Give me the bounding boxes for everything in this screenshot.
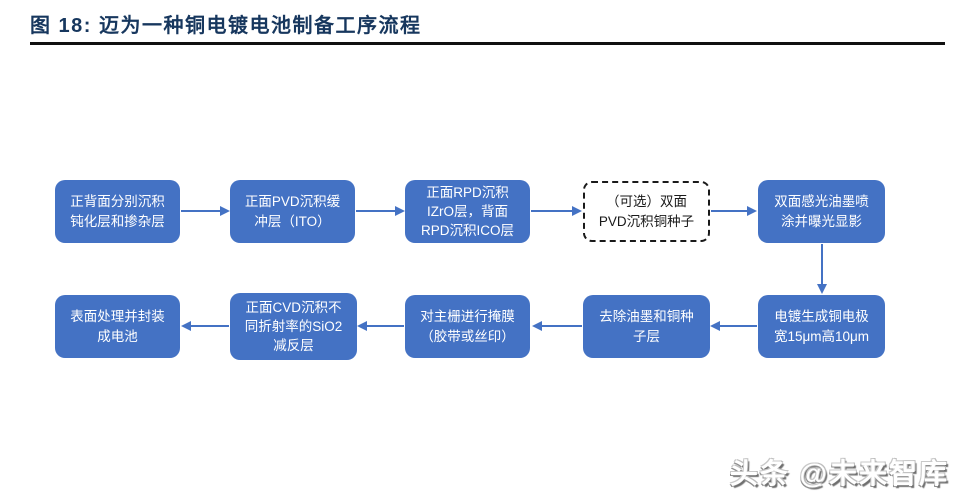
flow-node-step-3: 正面RPD沉积 IZrO层，背面 RPD沉积ICO层	[405, 180, 530, 243]
flow-node-step-1: 正背面分别沉积 钝化层和掺杂层	[55, 180, 180, 243]
arrow-left-icon	[181, 321, 229, 331]
flow-node-step-8: 对主栅进行掩膜 （胶带或丝印）	[405, 295, 530, 358]
arrow-down-icon	[817, 244, 827, 294]
flow-node-step-4-optional: （可选）双面 PVD沉积铜种子	[583, 181, 710, 242]
figure-title: 图 18: 迈为一种铜电镀电池制备工序流程	[30, 15, 422, 37]
arrow-right-icon	[181, 206, 230, 216]
flow-node-step-9: 正面CVD沉积不 同折射率的SiO2 减反层	[230, 293, 357, 360]
flow-node-step-2: 正面PVD沉积缓 冲层（ITO）	[230, 180, 355, 243]
arrow-right-icon	[356, 206, 405, 216]
arrow-left-icon	[532, 321, 582, 331]
flow-node-step-6: 电镀生成铜电极 宽15μm高10μm	[758, 295, 885, 358]
flow-node-step-5: 双面感光油墨喷 涂并曝光显影	[758, 180, 885, 243]
watermark: 头条 @未来智库	[729, 458, 949, 489]
arrow-left-icon	[357, 321, 404, 331]
flow-node-step-10: 表面处理并封装 成电池	[55, 295, 180, 358]
title-underline	[30, 42, 945, 45]
arrow-right-icon	[711, 206, 757, 216]
arrow-right-icon	[531, 206, 582, 216]
arrow-left-icon	[710, 321, 757, 331]
flow-node-step-7: 去除油墨和铜种 子层	[583, 295, 710, 358]
